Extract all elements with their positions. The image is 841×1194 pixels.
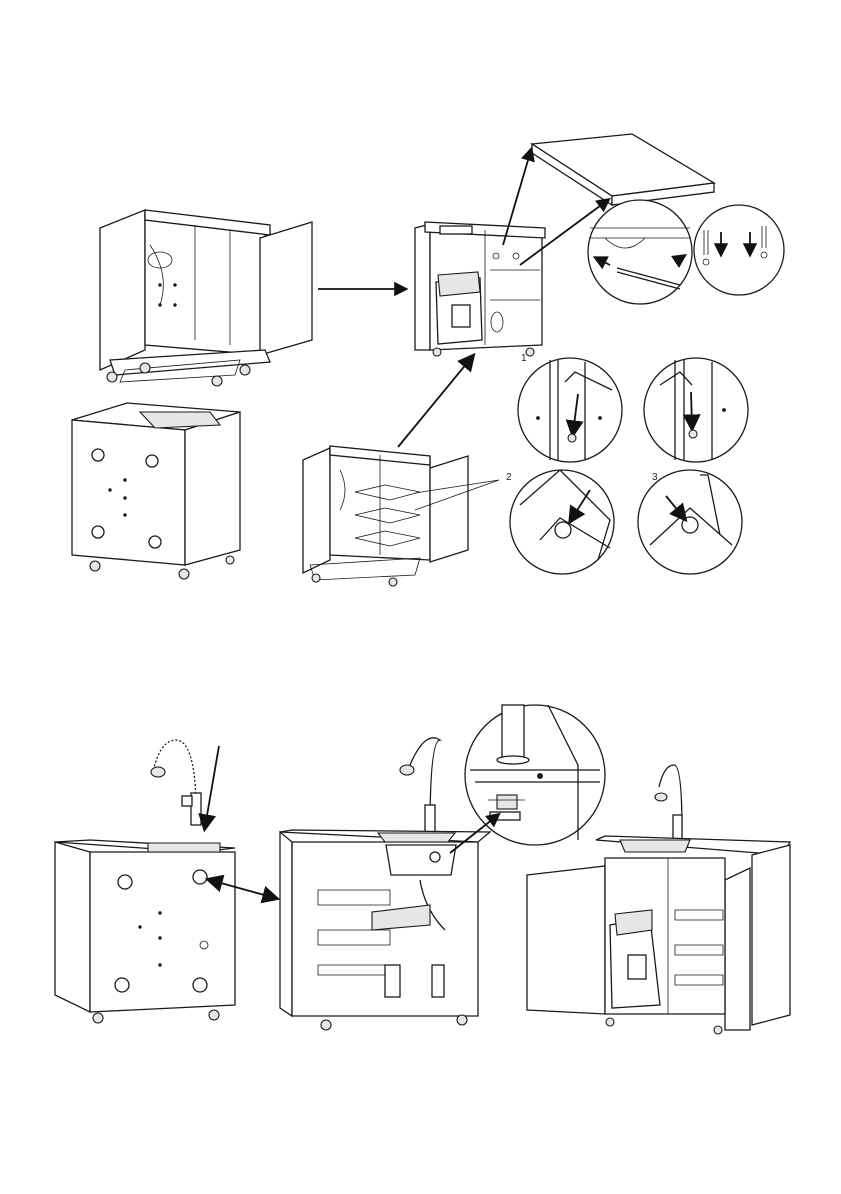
- detail-step-1b: [644, 358, 748, 462]
- cabinet-shelves-view: [303, 446, 468, 586]
- detail-step-2: [510, 470, 614, 574]
- detail-step-3: [638, 470, 742, 574]
- cabinet-sink-plumbing-view: [280, 738, 490, 1030]
- step-label-2: 2: [506, 472, 512, 483]
- cabinet-faucet-install-view: [55, 740, 235, 1023]
- detail-screws: [694, 205, 784, 295]
- cabinet-open-doors-view: [100, 210, 312, 386]
- worktop-panel: [532, 134, 714, 205]
- arrow-shelves-to-assembled: [398, 357, 472, 447]
- detail-worktop-bracket: [588, 200, 692, 304]
- cabinet-back-view: [72, 403, 240, 579]
- cabinet-with-bin-view: [415, 222, 545, 356]
- detail-step-1a: [518, 358, 622, 462]
- step-label-1: 1: [521, 353, 527, 364]
